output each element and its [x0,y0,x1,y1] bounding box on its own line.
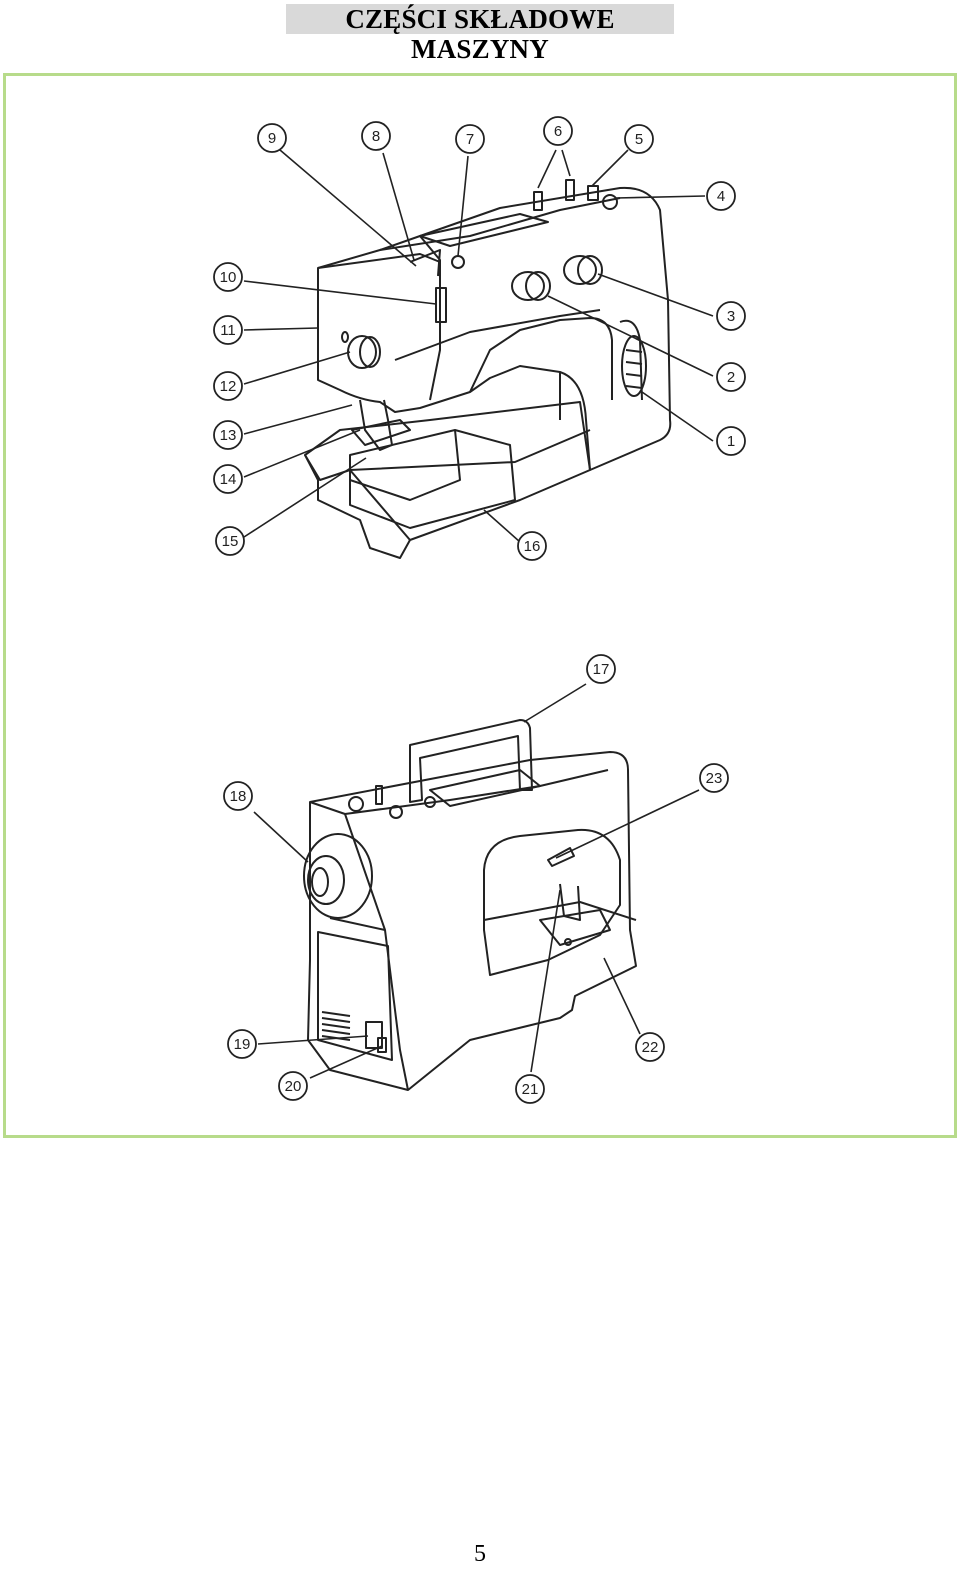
callout-3: 3 [727,308,735,325]
machine-front-view [304,179,672,559]
callout-20: 20 [285,1078,302,1095]
callout-21: 21 [522,1081,539,1098]
callout-18: 18 [230,788,247,805]
callout-7: 7 [466,131,474,148]
callout-6: 6 [554,123,562,140]
machine-rear-view [303,719,637,1091]
callout-12: 12 [220,378,237,395]
callout-8: 8 [372,128,380,145]
callout-23: 23 [706,770,723,787]
callout-10: 10 [220,269,237,286]
page-title: CZĘŚCI SKŁADOWE MASZYNY [286,4,674,64]
sewing-machine-diagram: 1 2 3 4 5 6 7 8 9 10 11 12 13 14 15 16 1… [213,116,746,1104]
callout-22: 22 [642,1039,659,1056]
page-number: 5 [474,1541,486,1567]
figure-frame [3,73,957,1138]
callout-16: 16 [524,538,541,555]
callout-14: 14 [220,471,237,488]
callout-15: 15 [222,533,239,550]
callout-11: 11 [220,322,236,339]
callout-2: 2 [727,369,735,386]
callout-17: 17 [593,661,610,678]
callout-13: 13 [220,427,237,444]
callout-19: 19 [234,1036,251,1053]
callout-4: 4 [717,188,725,205]
callout-1: 1 [727,433,735,450]
callout-9: 9 [268,130,276,147]
callout-5: 5 [635,131,643,148]
